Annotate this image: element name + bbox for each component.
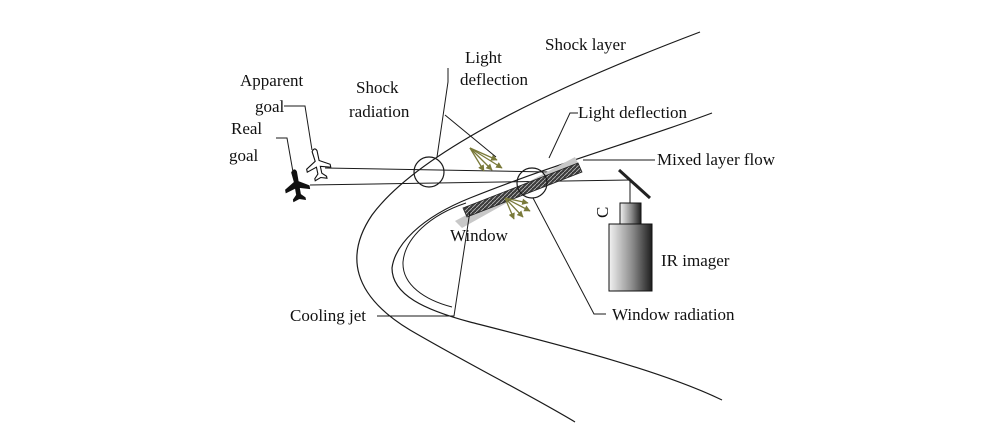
- imager-lens: [619, 202, 642, 226]
- cooling-jet-contour: [402, 202, 467, 308]
- ir-imager-body: [608, 223, 653, 292]
- real-light-ray: [309, 179, 631, 186]
- apparent-goal-aircraft-icon: [306, 148, 332, 182]
- apparent-goal-label-line1: Apparent: [240, 71, 304, 90]
- real-goal-label-line1: Real: [231, 119, 262, 138]
- light-deflection-label-top-line2: deflection: [460, 70, 528, 89]
- apparent-goal-label-line2: goal: [255, 97, 285, 116]
- apparent-light-ray: [324, 167, 549, 173]
- ir-imager-label: IR imager: [661, 251, 730, 270]
- lens-mark-label: C: [593, 207, 612, 218]
- light-deflection-label-top-line1: Light: [465, 48, 502, 67]
- mixed-layer-curve: [391, 112, 723, 401]
- window-radiation-arrows: [504, 197, 531, 220]
- cooling-jet-label: Cooling jet: [290, 306, 366, 325]
- mixed-layer-flow-label: Mixed layer flow: [657, 150, 776, 169]
- light-deflection-label-right: Light deflection: [578, 103, 688, 122]
- light-deflection-circle: [516, 167, 548, 199]
- window-plate: [462, 162, 583, 218]
- shock-radiation-circle: [413, 156, 445, 188]
- shock-layer-label: Shock layer: [545, 35, 626, 54]
- leader-lines: [276, 68, 655, 317]
- window-radiation-label: Window radiation: [612, 305, 735, 324]
- shock-layer-curve: [356, 31, 701, 423]
- real-goal-label-line2: goal: [229, 146, 259, 165]
- shock-radiation-arrows: [469, 147, 503, 172]
- real-goal-aircraft-icon: [285, 169, 311, 203]
- mirror: [617, 168, 652, 200]
- shock-radiation-label-line2: radiation: [349, 102, 410, 121]
- shock-radiation-label-line1: Shock: [356, 78, 399, 97]
- window-label: Window: [450, 226, 509, 245]
